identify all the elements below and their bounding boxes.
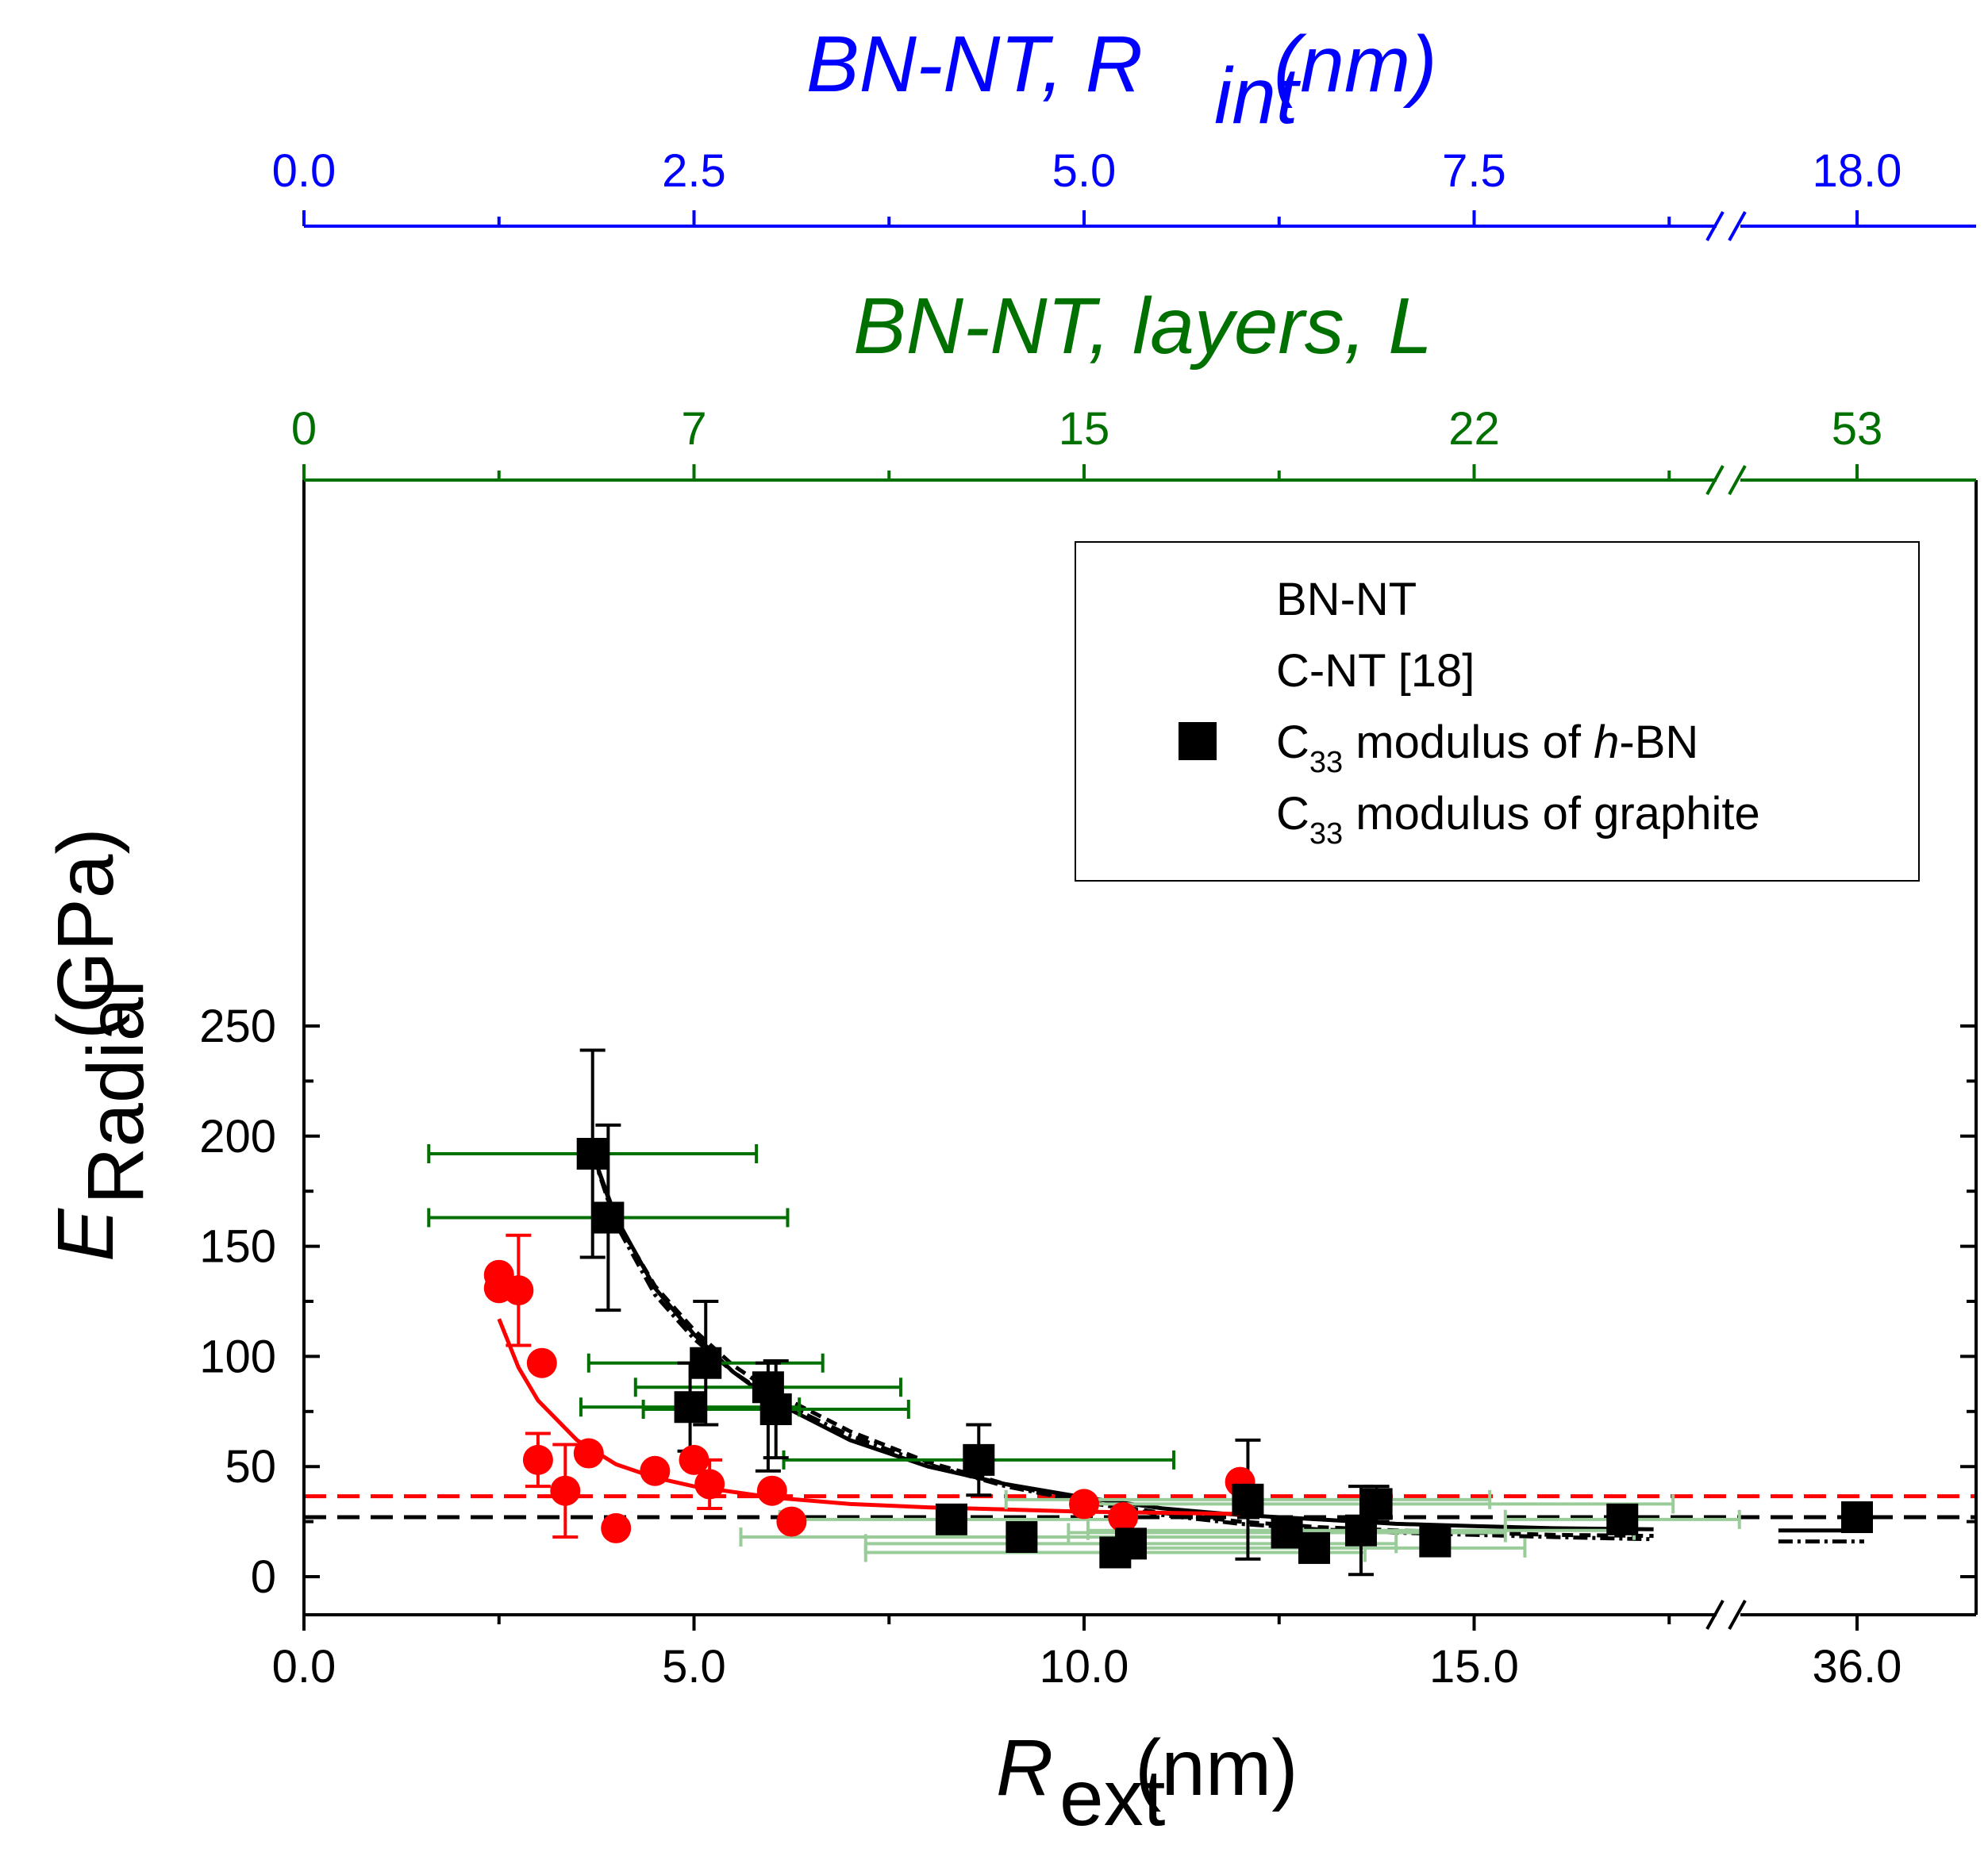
y-tick-label-1: 50 bbox=[225, 1441, 276, 1493]
legend-label-cnt: C-NT [18] bbox=[1276, 645, 1475, 697]
reference-lines-layer bbox=[304, 1494, 1976, 1520]
legend-graphite-mid: modulus of graphite bbox=[1343, 788, 1760, 840]
legend-label-bnnt: BN-NT bbox=[1276, 574, 1417, 625]
layers-axis-break-mark-2 bbox=[1728, 465, 1747, 495]
y-tick-label-4: 200 bbox=[199, 1111, 276, 1162]
x-tick-label-2: 10.0 bbox=[1040, 1641, 1129, 1693]
bnnt-point-1 bbox=[592, 1201, 625, 1234]
layers-tick-label-1: 7 bbox=[681, 403, 706, 455]
bnnt-point-2 bbox=[690, 1347, 722, 1379]
x-tick-label-1: 5.0 bbox=[662, 1641, 726, 1693]
bnnt-point-17 bbox=[1606, 1503, 1639, 1535]
rint-tick-label-2: 5.0 bbox=[1052, 145, 1117, 197]
legend-hbn-mid: modulus of bbox=[1343, 717, 1594, 768]
bnnt-point-15 bbox=[1360, 1488, 1393, 1520]
bnnt-point-12 bbox=[1271, 1516, 1303, 1549]
fit-curve-2 bbox=[590, 1153, 1654, 1542]
y-axis-label: E Radial (GPa) bbox=[41, 828, 160, 1262]
rint-tick-label-4: 18.0 bbox=[1813, 145, 1902, 197]
rint-tick-label-1: 2.5 bbox=[662, 145, 726, 197]
layers-tick-label-3: 22 bbox=[1448, 403, 1500, 455]
cnt-point-13 bbox=[1069, 1489, 1099, 1520]
x-axis-label-unit: (nm) bbox=[1135, 1723, 1298, 1812]
legend-label-graphite: C33 modulus of graphite bbox=[1276, 788, 1760, 851]
x-tick-label-0: 0.0 bbox=[272, 1641, 336, 1693]
bottom-axis-break-mark-1 bbox=[1705, 1600, 1725, 1630]
cnt-point-3 bbox=[526, 1347, 557, 1378]
y-axis-label-sub: Radial bbox=[71, 980, 160, 1205]
bnnt-point-0 bbox=[576, 1138, 609, 1170]
cnt-point-5 bbox=[550, 1475, 581, 1506]
legend-label-hbn: C33 modulus of h-BN bbox=[1276, 717, 1698, 779]
bottom-axis-break-mark-2 bbox=[1728, 1600, 1747, 1630]
layers-tick-label-4: 53 bbox=[1832, 403, 1883, 455]
fit-curve-3 bbox=[497, 1318, 1240, 1516]
bnnt-point-13 bbox=[1298, 1531, 1330, 1564]
ticks-layer: 0.0 5.0 10.0 15.0 36.0 0 50 100 150 200 250 0 7 15 22 5… bbox=[199, 145, 1976, 1693]
bnnt-point-8 bbox=[1006, 1521, 1038, 1554]
bnnt-point-18 bbox=[1841, 1501, 1873, 1534]
y-tick-label-2: 100 bbox=[199, 1331, 276, 1382]
legend-marker-square bbox=[1179, 722, 1217, 760]
bnnt-point-10 bbox=[1114, 1527, 1147, 1560]
x-axis-label-sub: ext bbox=[1059, 1754, 1166, 1843]
cnt-point-14 bbox=[1108, 1502, 1139, 1533]
legend-hbn-sub: 33 bbox=[1309, 746, 1343, 779]
points-layer bbox=[483, 1138, 1873, 1569]
cnt-point-7 bbox=[601, 1512, 632, 1543]
fit-curve-1 bbox=[590, 1153, 1654, 1539]
rint-tick-label-3: 7.5 bbox=[1442, 145, 1506, 197]
x-tick-label-4: 36.0 bbox=[1813, 1641, 1902, 1693]
cnt-point-8 bbox=[640, 1455, 671, 1486]
cnt-point-11 bbox=[756, 1475, 787, 1506]
rint-axis-break-mark-2 bbox=[1728, 211, 1747, 241]
top-axis-title-rint-sub: int bbox=[1214, 52, 1302, 140]
bnnt-point-5 bbox=[759, 1393, 792, 1426]
x-axis-label: R ext (nm) bbox=[996, 1723, 1298, 1843]
legend-hbn-post: -BN bbox=[1619, 717, 1698, 768]
cnt-point-12 bbox=[776, 1506, 807, 1537]
y-axis-label-main: E bbox=[41, 1208, 130, 1262]
top-axis-title-layers: BN-NT, layers, L bbox=[853, 282, 1432, 371]
cnt-point-2 bbox=[503, 1275, 534, 1306]
layers-axis-break-mark-1 bbox=[1705, 465, 1725, 495]
legend: BN-NT C-NT [18] C33 modulus of h-BN C33 … bbox=[1075, 541, 1920, 882]
bnnt-point-11 bbox=[1232, 1483, 1264, 1516]
bnnt-point-4 bbox=[674, 1391, 706, 1424]
y-tick-label-0: 0 bbox=[251, 1551, 276, 1603]
top-axis-title-rint: BN-NT, R bbox=[806, 20, 1143, 109]
fit-curve-0 bbox=[590, 1153, 1654, 1531]
x-tick-label-3: 15.0 bbox=[1429, 1641, 1519, 1693]
cnt-point-6 bbox=[573, 1438, 604, 1469]
legend-box bbox=[1075, 541, 1920, 882]
cnt-point-4 bbox=[522, 1444, 553, 1475]
legend-hbn-italic: h bbox=[1594, 717, 1619, 768]
bnnt-point-6 bbox=[963, 1443, 995, 1476]
layers-tick-label-0: 0 bbox=[291, 403, 317, 455]
plot-frame bbox=[302, 211, 1978, 1630]
top-axis-title-rint-unit: (nm) bbox=[1274, 20, 1437, 109]
x-axis-label-main: R bbox=[996, 1723, 1053, 1812]
legend-hbn-c: C bbox=[1276, 717, 1309, 768]
legend-graphite-c: C bbox=[1276, 788, 1309, 840]
y-tick-label-3: 150 bbox=[199, 1221, 276, 1273]
cnt-point-10 bbox=[694, 1469, 725, 1500]
cnt-point-9 bbox=[679, 1444, 709, 1475]
rint-tick-label-0: 0.0 bbox=[272, 145, 336, 197]
bnnt-point-7 bbox=[935, 1503, 967, 1535]
y-axis-label-unit: (GPa) bbox=[41, 828, 130, 1039]
layers-tick-label-2: 15 bbox=[1059, 403, 1110, 455]
bnnt-point-16 bbox=[1419, 1525, 1452, 1558]
legend-graphite-sub: 33 bbox=[1309, 817, 1343, 851]
rint-axis-break-mark-1 bbox=[1705, 211, 1725, 241]
y-tick-label-5: 250 bbox=[199, 1001, 276, 1052]
